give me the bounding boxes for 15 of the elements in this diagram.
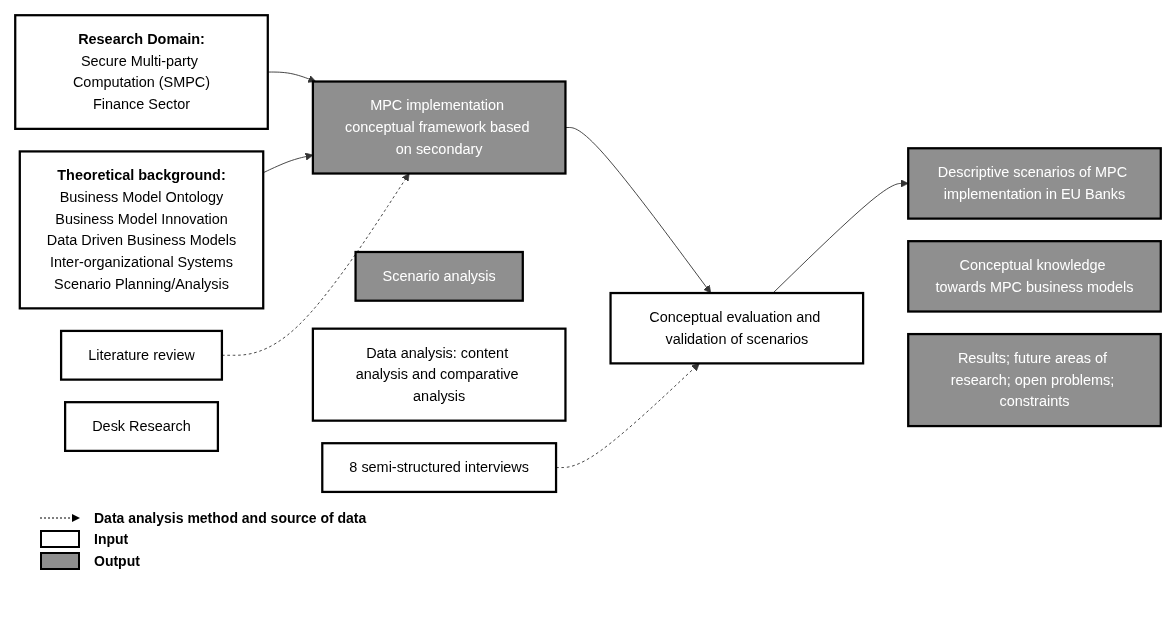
- node-box: Theoretical background: Business Model Ontology Business Model Innovation Data Driven Business Models Inter-organizational Systems Scenario Planning/Analysis: [18, 150, 265, 310]
- legend-label: Data analysis method and source of data: [94, 510, 367, 526]
- node-box: Results; future areas of research; open problems; constraints: [907, 333, 1162, 428]
- node-box: Conceptual evaluation and validation of scenarios: [609, 292, 865, 365]
- node-box: Conceptual knowledge towards MPC business models: [907, 240, 1162, 314]
- node-box: Scenario analysis: [354, 251, 524, 303]
- node-box: Data analysis: content analysis and comparative analysis: [311, 327, 567, 423]
- node-box: Desk Research: [64, 401, 220, 453]
- node-box: Descriptive scenarios of MPC implementation in EU Banks: [907, 147, 1162, 221]
- node-box: 8 semi-structured interviews: [321, 442, 558, 494]
- node-box: MPC implementation conceptual framework based on secondary: [311, 80, 567, 176]
- node-box: Research Domain: Secure Multi-party Computation (SMPC) Finance Sector: [14, 14, 269, 131]
- legend-label: Output: [94, 553, 140, 569]
- node-box: Literature review: [59, 330, 224, 382]
- legend-label: Input: [94, 531, 129, 547]
